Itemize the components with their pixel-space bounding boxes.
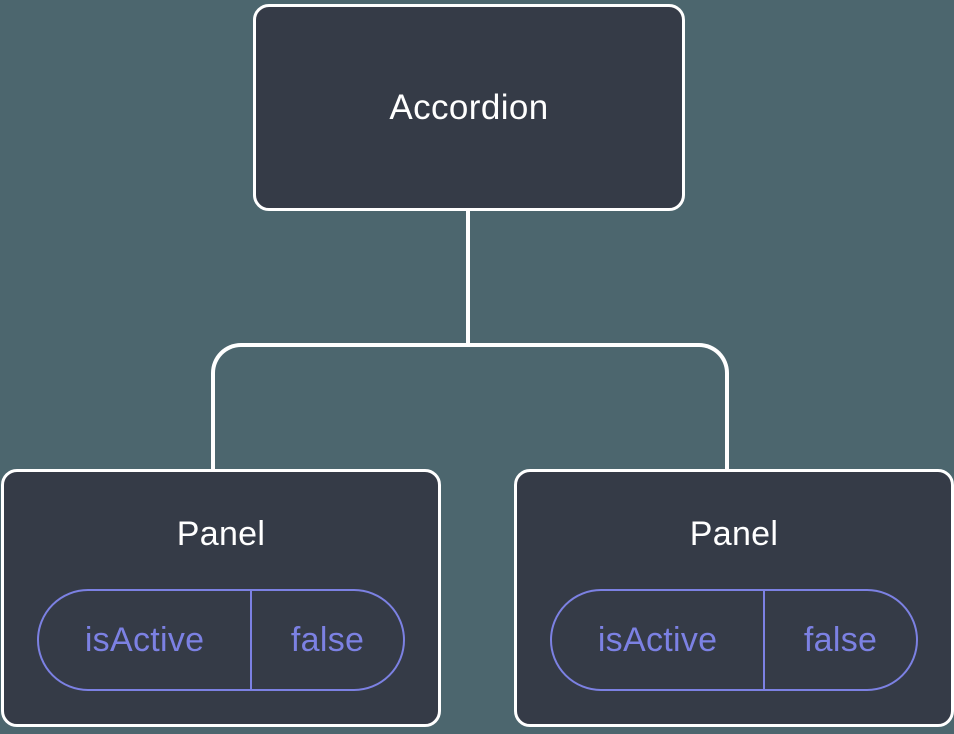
root-node-label: Accordion	[389, 87, 549, 127]
state-pill: isActive false	[37, 589, 405, 691]
root-node-accordion: Accordion	[253, 4, 685, 211]
state-value: false	[803, 620, 878, 659]
state-key: isActive	[552, 591, 766, 689]
panel-node-left: Panel isActive false	[1, 469, 441, 727]
connector-branch-bracket	[211, 343, 729, 470]
panel-title: Panel	[176, 515, 266, 553]
connector-stem	[466, 211, 470, 347]
state-pill: isActive false	[550, 589, 918, 691]
state-value: false	[290, 620, 365, 659]
panel-node-right: Panel isActive false	[514, 469, 954, 727]
panel-title: Panel	[689, 515, 779, 553]
state-key: isActive	[39, 591, 253, 689]
